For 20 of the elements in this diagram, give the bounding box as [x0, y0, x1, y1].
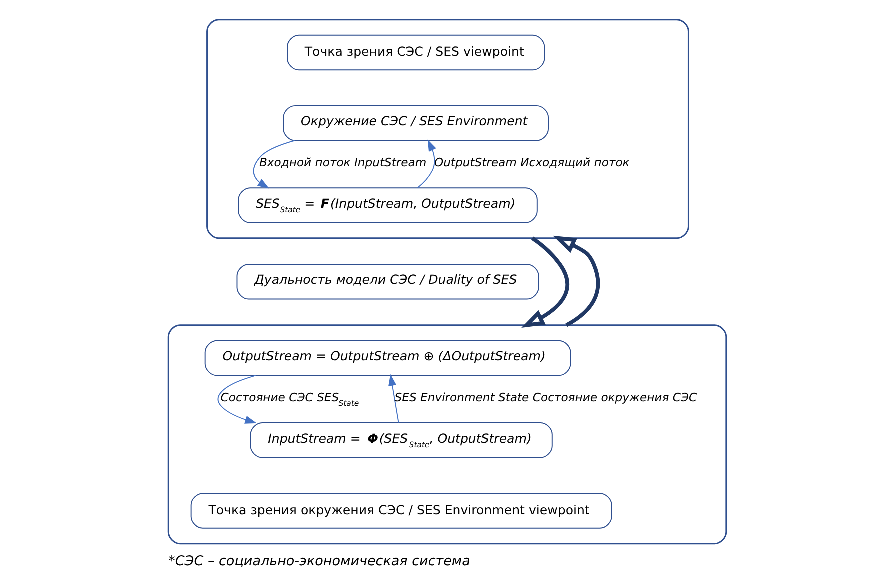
arrow — [218, 375, 257, 424]
cluster — [168, 324, 728, 545]
node-box: Окружение СЭС / SES Environment — [283, 105, 549, 142]
node-box: OutputStream = OutputStream ⊕ (ΔOutputStream) — [204, 340, 572, 376]
cluster — [206, 19, 690, 240]
arrow — [553, 236, 600, 328]
node-box: SES$_{State}$ = F(InputStream, OutputStream) — [238, 188, 538, 224]
edge-label: Входной поток InputStream — [259, 155, 427, 170]
edge-label: SES Environment State Состояние окружения СЭС — [394, 390, 698, 404]
arrow — [388, 374, 400, 424]
node-box: Точка зрения окружения СЭС / SES Environment viewpoint — [190, 493, 612, 529]
arrow — [522, 236, 570, 328]
node-box: Точка зрения СЭС / SES viewpoint — [287, 34, 546, 71]
edge-label: OutputStream Исходящий поток — [434, 155, 630, 170]
node-box: InputStream = Φ(SES$_{State}$, OutputStream) — [250, 422, 553, 458]
arrow — [253, 140, 296, 189]
caption: *СЭС – социально-экономическая система — [168, 553, 470, 570]
node-box: Дуальность модели СЭС / Duality of SES — [236, 264, 540, 300]
edge-label: Состояние СЭС SES$_{State}$ — [220, 390, 360, 408]
arrow — [417, 140, 436, 189]
